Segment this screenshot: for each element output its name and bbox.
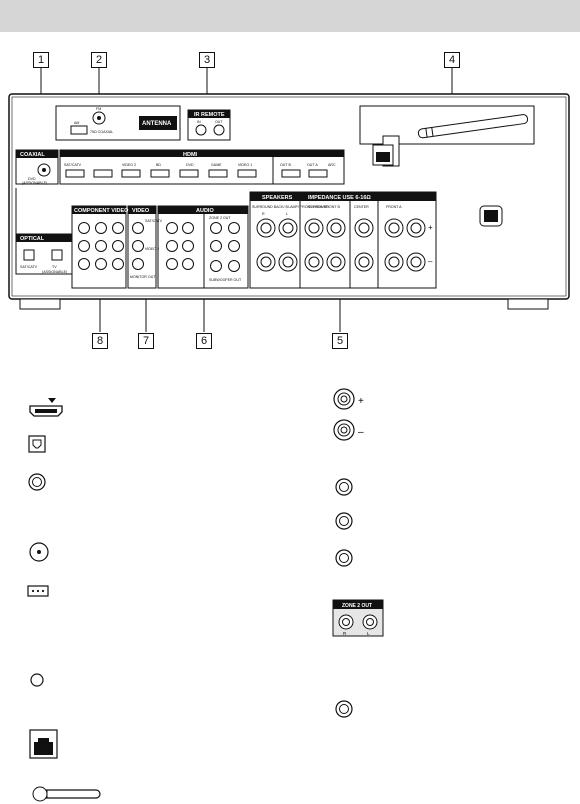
rca-jack-icon-3 xyxy=(335,549,353,567)
subwoofer-label: SUBWOOFER OUT xyxy=(209,278,242,282)
hdmi-arc: ARC xyxy=(328,163,336,167)
mini-jack-icon xyxy=(30,673,44,687)
impedance-label: IMPEDANCE USE 6-16Ω xyxy=(308,195,371,201)
legend-plus: + xyxy=(358,396,364,407)
speaker-r-label: R xyxy=(262,212,265,216)
rear-panel: COAXIAL IR REMOTE HDMI OPTICAL COMPONENT… xyxy=(8,88,570,318)
callout-5: 5 xyxy=(332,333,348,349)
callout-7: 7 xyxy=(138,333,154,349)
coaxial-f-icon xyxy=(29,542,49,562)
coaxial-sub2: (ASSIGNABLE) xyxy=(22,181,47,185)
callout-1: 1 xyxy=(33,52,49,68)
surround-label: SURROUND xyxy=(308,205,329,209)
speaker-terminal-minus-icon xyxy=(333,419,355,441)
coaxial-label: COAXIAL xyxy=(20,152,45,158)
surround-back-label: SURROUND BACK/ BI-AMP/ FRONT HIGH/ FRONT… xyxy=(252,205,341,209)
callout-6: 6 xyxy=(196,333,212,349)
component-video-label: COMPONENT VIDEO xyxy=(74,208,129,214)
optical-icon xyxy=(28,435,46,453)
zone2-r-label: R xyxy=(343,631,347,636)
optical-1: SAT/CATV xyxy=(20,265,38,269)
video-sub3: MONITOR OUT xyxy=(130,275,156,279)
hdmi-input-5: VIDEO 1 xyxy=(238,163,252,167)
audio-label: AUDIO xyxy=(196,208,214,214)
hdmi-input-6: VIDEO 2 xyxy=(122,163,136,167)
callout-4: 4 xyxy=(444,52,460,68)
antenna-fm-sub: 75Ω COAXIAL xyxy=(90,130,113,134)
callout-8: 8 xyxy=(92,333,108,349)
optical-sub: (ASSIGNABLE) xyxy=(42,270,67,274)
rca-jack-icon-2 xyxy=(335,512,353,530)
zone2-label: ZONE 2 OUT xyxy=(209,216,231,220)
ir-in-label: IN xyxy=(197,120,201,124)
video-sub1: SAT/CATV xyxy=(145,219,163,223)
hdmi-out-a: OUT A xyxy=(307,163,318,167)
hdmi-input-4: GAME xyxy=(211,163,222,167)
speakers-label: SPEAKERS xyxy=(262,195,293,201)
coaxial-sub: DVD xyxy=(28,177,36,181)
header-bar xyxy=(0,0,580,32)
hdmi-input-3: DVD xyxy=(186,163,194,167)
legend-minus: – xyxy=(358,427,364,438)
zone2-out-icon xyxy=(332,599,384,637)
zone2-out-label: ZONE 2 OUT xyxy=(342,603,372,609)
antenna-fm-label: FM xyxy=(96,107,101,111)
antenna-label: ANTENNA xyxy=(142,121,172,127)
speaker-minus: – xyxy=(428,257,433,266)
lan-port-icon xyxy=(29,729,58,759)
antenna-am-label: AM xyxy=(74,121,79,125)
hdmi-out-b: OUT B xyxy=(280,163,292,167)
ir-out-label: OUT xyxy=(215,120,223,124)
callout-3: 3 xyxy=(199,52,215,68)
front-a-label: FRONT A xyxy=(386,205,402,209)
zone2-l-label: L xyxy=(367,631,370,636)
speaker-terminal-plus-icon xyxy=(333,388,355,410)
rear-panel-drawing: COAXIAL IR REMOTE HDMI OPTICAL COMPONENT… xyxy=(8,93,570,310)
callout-2: 2 xyxy=(91,52,107,68)
hdmi-input-1: SAT/CATV xyxy=(64,163,82,167)
rca-jack-icon-1 xyxy=(335,478,353,496)
legend-left xyxy=(27,398,101,802)
center-label: CENTER xyxy=(354,205,369,209)
rca-jack-icon-4 xyxy=(335,700,353,718)
wireless-antenna-icon xyxy=(32,786,101,802)
hdmi-input-2: BD xyxy=(156,163,161,167)
speaker-l-label: L xyxy=(286,212,288,216)
video-sub2: VIDEO 2 xyxy=(145,247,159,251)
ir-remote-label: IR REMOTE xyxy=(194,112,225,118)
optical-label: OPTICAL xyxy=(20,236,45,242)
speaker-plus: + xyxy=(428,223,433,232)
optical-2: TV xyxy=(52,265,57,269)
am-terminal-icon xyxy=(27,585,49,597)
hdmi-icon xyxy=(29,398,63,417)
video-label: VIDEO xyxy=(132,208,150,214)
rca-jack-icon xyxy=(28,473,46,491)
hdmi-label: HDMI xyxy=(183,152,198,158)
legend-right: + – ZONE 2 OUT R L xyxy=(332,388,384,718)
